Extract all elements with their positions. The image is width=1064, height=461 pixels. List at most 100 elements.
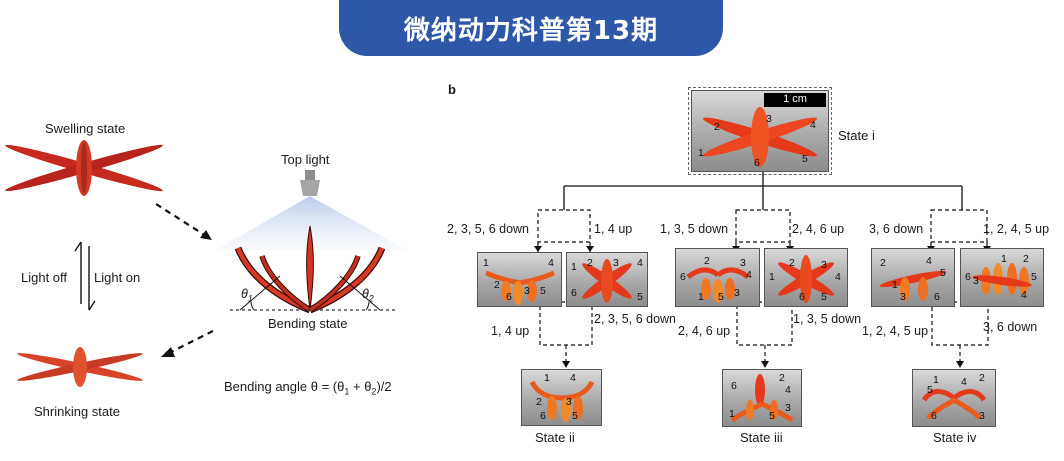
petal-number: 1 bbox=[1001, 253, 1007, 265]
petal-number: 1 bbox=[892, 279, 898, 291]
petal-number: 6 bbox=[754, 157, 760, 169]
petal-number: 2 bbox=[979, 372, 985, 384]
petal-number: 3 bbox=[524, 285, 530, 297]
petal-number: 6 bbox=[540, 410, 546, 422]
panel-b-letter: b bbox=[448, 82, 456, 97]
light-toggle-arrows bbox=[74, 241, 96, 311]
petal-number: 4 bbox=[1021, 289, 1027, 301]
petal-number: 5 bbox=[769, 410, 775, 422]
petal-number: 1 bbox=[544, 372, 550, 384]
petal-number: 2 bbox=[779, 372, 785, 384]
petal-number: 4 bbox=[746, 269, 752, 281]
petal-number: 6 bbox=[506, 291, 512, 303]
petal-number: 6 bbox=[965, 271, 971, 283]
transition-label: 2, 4, 6 up bbox=[792, 222, 845, 236]
petal-number: 5 bbox=[802, 153, 808, 165]
petal-number: 6 bbox=[799, 291, 805, 303]
light-off-label: Light off bbox=[21, 270, 68, 285]
state-iii-label: State iii bbox=[740, 430, 783, 445]
petal-number: 6 bbox=[680, 271, 686, 283]
photo-state-ii: 1 4 2 3 6 5 bbox=[521, 369, 602, 426]
transition-label: 3, 6 down bbox=[983, 320, 1038, 334]
light-on-label: Light on bbox=[94, 270, 141, 285]
petal-number: 2 bbox=[714, 121, 720, 133]
petal-number: 5 bbox=[940, 267, 946, 279]
petal-number: 3 bbox=[740, 257, 746, 269]
shrinking-star-graphic bbox=[17, 347, 143, 387]
petal-number: 4 bbox=[835, 271, 841, 283]
petal-number: 6 bbox=[571, 287, 577, 299]
petal-number: 1 bbox=[698, 291, 704, 303]
bending-state-label: Bending state bbox=[268, 316, 348, 331]
petal-number: 5 bbox=[637, 291, 643, 303]
petal-number: 1 bbox=[769, 271, 775, 283]
shrinking-state-label: Shrinking state bbox=[34, 404, 120, 419]
photo-branch3-right: 1 2 6 5 3 4 bbox=[960, 248, 1044, 307]
state-iv-label: State iv bbox=[933, 430, 977, 445]
theta1-label: θ1 bbox=[241, 287, 253, 304]
state-tree-connectors bbox=[534, 170, 991, 368]
petal-number: 3 bbox=[973, 275, 979, 287]
petal-number: 1 bbox=[571, 261, 577, 273]
petal-number: 3 bbox=[766, 113, 772, 125]
petal-number: 3 bbox=[979, 410, 985, 422]
top-light-label: Top light bbox=[281, 152, 330, 167]
petal-number: 5 bbox=[718, 291, 724, 303]
photo-state-iv: 1 4 2 5 6 3 bbox=[912, 369, 996, 427]
state-i-label: State i bbox=[838, 128, 875, 143]
petal-number: 3 bbox=[734, 287, 740, 299]
transition-label: 1, 4 up bbox=[594, 222, 633, 236]
petal-number: 4 bbox=[637, 257, 643, 269]
bending-state-graphic bbox=[216, 170, 406, 314]
petal-number: 2 bbox=[880, 257, 886, 269]
transition-label: 3, 6 down bbox=[869, 222, 924, 236]
petal-number: 2 bbox=[704, 255, 710, 267]
petal-number: 4 bbox=[961, 376, 967, 388]
bending-angle-formula: Bending angle θ = (θ1 + θ2)/2 bbox=[224, 379, 392, 397]
petal-number: 5 bbox=[821, 291, 827, 303]
transition-label: 1, 2, 4, 5 up bbox=[862, 324, 929, 338]
petal-number: 3 bbox=[900, 291, 906, 303]
state-ii-label: State ii bbox=[535, 430, 575, 445]
petal-number: 5 bbox=[927, 384, 933, 396]
swelling-star-graphic bbox=[5, 140, 163, 196]
petal-number: 4 bbox=[810, 119, 816, 131]
photo-branch3-left: 2 4 5 1 3 6 bbox=[871, 248, 955, 307]
photo-branch1-left: 1 4 2 3 5 6 bbox=[477, 252, 562, 307]
petal-number: 3 bbox=[566, 396, 572, 408]
transition-label: 1, 3, 5 down bbox=[660, 222, 729, 236]
petal-number: 6 bbox=[731, 380, 737, 392]
petal-number: 1 bbox=[729, 408, 735, 420]
petal-number: 3 bbox=[785, 402, 791, 414]
petal-number: 5 bbox=[540, 285, 546, 297]
photo-branch1-right: 1 2 3 4 6 5 bbox=[566, 252, 648, 307]
title-banner: 微纳动力科普第13期 bbox=[339, 0, 723, 56]
transition-label: 2, 3, 5, 6 down bbox=[447, 222, 530, 236]
petal-number: 2 bbox=[587, 257, 593, 269]
theta2-label: θ2 bbox=[362, 287, 374, 304]
petal-number: 2 bbox=[789, 257, 795, 269]
transition-label: 2, 4, 6 up bbox=[678, 324, 731, 338]
petal-number: 1 bbox=[483, 257, 489, 269]
petal-number: 4 bbox=[548, 257, 554, 269]
petal-number: 5 bbox=[1031, 271, 1037, 283]
petal-number: 4 bbox=[926, 255, 932, 267]
transition-label: 1, 4 up bbox=[491, 324, 530, 338]
swelling-state-label: Swelling state bbox=[45, 121, 126, 136]
petal-number: 3 bbox=[613, 257, 619, 269]
dashed-arrow-to-bending bbox=[155, 203, 212, 240]
petal-number: 6 bbox=[934, 291, 940, 303]
transition-label: 2, 3, 5, 6 down bbox=[594, 312, 677, 326]
petal-number: 4 bbox=[785, 384, 791, 396]
petal-number: 2 bbox=[1023, 253, 1029, 265]
petal-number: 6 bbox=[931, 410, 937, 422]
petal-number: 4 bbox=[570, 372, 576, 384]
photo-branch2-right: 2 3 1 4 6 5 bbox=[764, 248, 848, 307]
photo-state-i: 1 cm 2 3 4 1 6 5 bbox=[688, 87, 832, 175]
petal-number: 2 bbox=[536, 396, 542, 408]
petal-number: 1 bbox=[698, 147, 704, 159]
photo-state-iii: 6 2 4 1 5 3 bbox=[722, 369, 802, 427]
banner-title: 微纳动力科普第13期 bbox=[403, 15, 659, 46]
transition-label: 1, 3, 5 down bbox=[793, 312, 862, 326]
photo-branch2-left: 2 3 6 4 1 5 3 bbox=[675, 248, 760, 307]
